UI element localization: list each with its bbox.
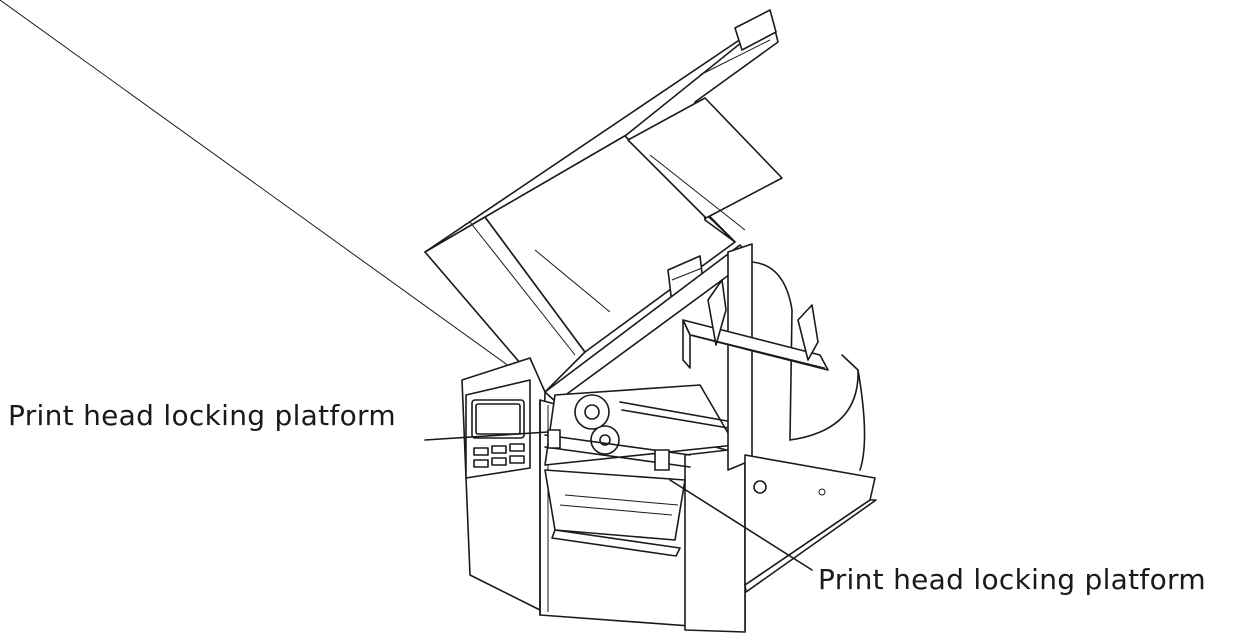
right-leader-line (669, 479, 813, 571)
left-leader-line (424, 431, 549, 441)
print-mechanism (544, 384, 753, 557)
callout-leaders (424, 431, 813, 571)
control-panel (465, 379, 531, 479)
media-compartment (727, 243, 877, 593)
left-callout-label: Print head locking platform (8, 399, 396, 432)
media-holder (682, 279, 829, 371)
right-callout-label: Print head locking platform (818, 563, 1206, 596)
open-top-cover (424, 9, 783, 393)
